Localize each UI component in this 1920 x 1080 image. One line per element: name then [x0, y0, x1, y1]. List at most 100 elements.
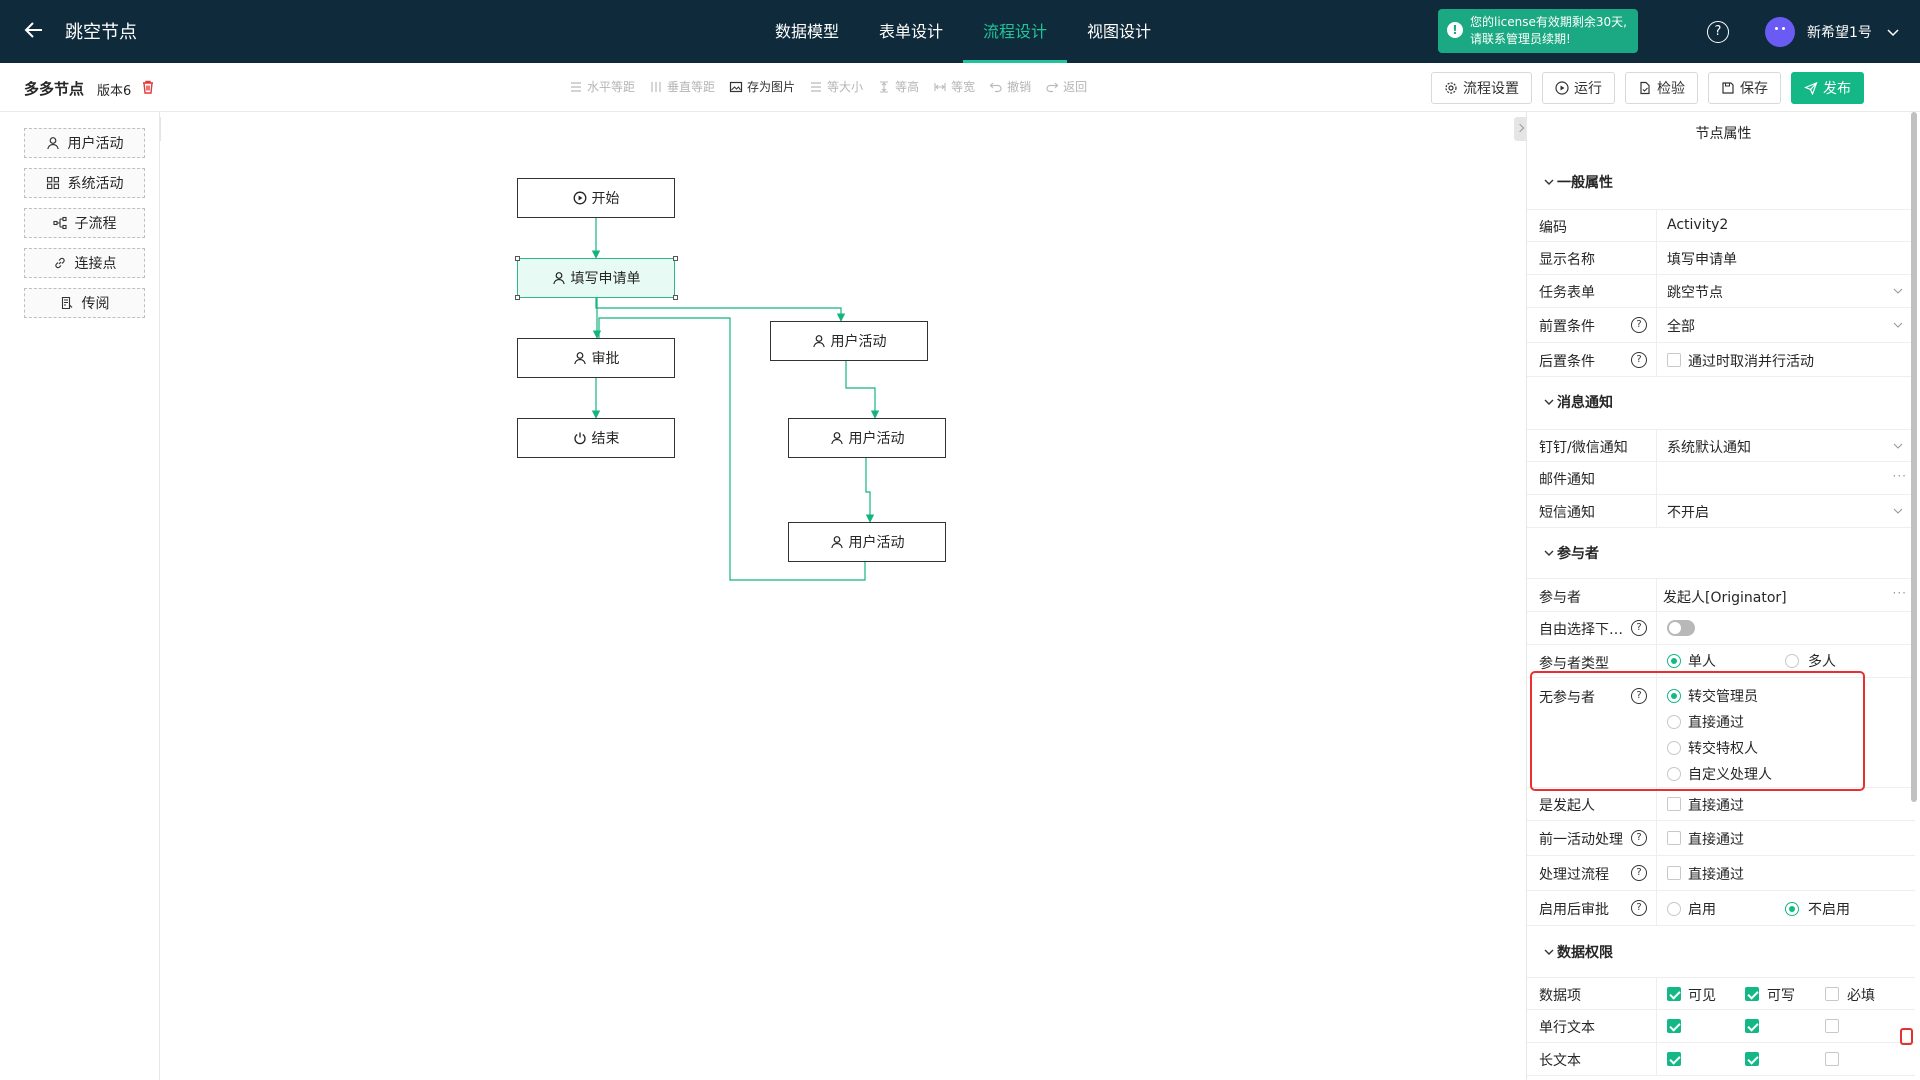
- publish-button[interactable]: 发布: [1791, 72, 1864, 104]
- resize-handle[interactable]: [673, 256, 678, 261]
- free-select-toggle[interactable]: [1667, 620, 1695, 636]
- palette-system-activity[interactable]: 系统活动: [24, 168, 145, 198]
- node-user-activity-3[interactable]: 用户活动: [788, 522, 946, 562]
- play-circle-icon: [573, 191, 586, 205]
- tab-process-design[interactable]: 流程设计: [963, 0, 1068, 63]
- visible-checkbox[interactable]: [1667, 1019, 1681, 1033]
- help-icon[interactable]: ?: [1631, 620, 1647, 636]
- diagram-tools: 水平等距 垂直等距 存为图片 等大小 等高 等宽 撤销 返回: [569, 78, 1101, 95]
- palette-user-activity[interactable]: 用户活动: [24, 128, 145, 158]
- tool-same-width[interactable]: 等宽: [933, 78, 975, 95]
- tool-label: 撤销: [1007, 80, 1032, 94]
- collapse-panel-toggle[interactable]: [1514, 117, 1526, 141]
- section-data-permission[interactable]: 数据权限: [1543, 942, 1613, 962]
- help-icon[interactable]: ?: [1631, 317, 1647, 333]
- edge-apply-activity-a: [596, 298, 846, 322]
- all-writable-checkbox[interactable]: [1745, 987, 1759, 1001]
- help-icon[interactable]: ?: [1631, 830, 1647, 846]
- edge-apply-approve: [592, 298, 602, 339]
- help-icon[interactable]: ?: [1631, 688, 1647, 704]
- radio-disable[interactable]: [1785, 902, 1799, 916]
- section-participants[interactable]: 参与者: [1543, 543, 1599, 563]
- user-menu[interactable]: 新希望1号: [1765, 17, 1900, 47]
- precondition-select[interactable]: 全部: [1667, 319, 1695, 335]
- palette-label: 系统活动: [67, 176, 124, 192]
- originator-pass-checkbox[interactable]: [1667, 797, 1681, 811]
- help-icon[interactable]: ?: [1631, 865, 1647, 881]
- resize-handle[interactable]: [515, 256, 520, 261]
- required-checkbox[interactable]: [1825, 1052, 1839, 1066]
- palette-circulate[interactable]: 传阅: [24, 288, 145, 318]
- tool-same-height[interactable]: 等高: [877, 78, 919, 95]
- palette-subprocess[interactable]: 子流程: [24, 208, 145, 238]
- tool-redo[interactable]: 返回: [1045, 78, 1087, 95]
- row-email[interactable]: 邮件通知 ···: [1527, 462, 1915, 495]
- all-required-checkbox[interactable]: [1825, 987, 1839, 1001]
- node-approve[interactable]: 审批: [517, 338, 675, 378]
- sms-select[interactable]: 不开启: [1667, 505, 1709, 521]
- radio-enable[interactable]: [1667, 902, 1681, 916]
- panel-scrollbar[interactable]: [1911, 112, 1917, 802]
- more-icon[interactable]: ···: [1892, 469, 1907, 483]
- row-dingtalk[interactable]: 钉钉/微信通知 系统默认通知: [1527, 429, 1915, 462]
- radio-transfer-privileged[interactable]: [1667, 741, 1681, 755]
- user-icon: [812, 335, 825, 348]
- resize-handle[interactable]: [515, 295, 520, 300]
- row-precondition[interactable]: 前置条件 ? 全部: [1527, 308, 1915, 343]
- tool-undo[interactable]: 撤销: [989, 78, 1031, 95]
- process-settings-button[interactable]: 流程设置: [1431, 72, 1532, 104]
- back-arrow-icon[interactable]: [22, 18, 46, 42]
- field-label: 后置条件: [1539, 354, 1595, 370]
- node-end[interactable]: 结束: [517, 418, 675, 458]
- writable-checkbox[interactable]: [1745, 1052, 1759, 1066]
- tab-data-model[interactable]: 数据模型: [775, 22, 840, 41]
- row-sms[interactable]: 短信通知 不开启: [1527, 495, 1915, 528]
- section-notify[interactable]: 消息通知: [1543, 392, 1613, 412]
- check-button[interactable]: 检验: [1625, 72, 1698, 104]
- display-name-input[interactable]: 填写申请单: [1667, 252, 1737, 268]
- tab-form-design[interactable]: 表单设计: [879, 22, 944, 41]
- radio-custom-handler[interactable]: [1667, 767, 1681, 781]
- node-start[interactable]: 开始: [517, 178, 675, 218]
- required-checkbox[interactable]: [1825, 1019, 1839, 1033]
- cancel-parallel-checkbox[interactable]: [1667, 353, 1681, 367]
- writable-checkbox[interactable]: [1745, 1019, 1759, 1033]
- tool-horizontal-spacing[interactable]: 水平等距: [569, 78, 635, 95]
- row-participant-type: 参与者类型 单人 多人: [1527, 645, 1915, 678]
- help-icon[interactable]: ?: [1631, 900, 1647, 916]
- row-task-form[interactable]: 任务表单 跳空节点: [1527, 275, 1915, 308]
- dingtalk-select[interactable]: 系统默认通知: [1667, 440, 1751, 456]
- run-button[interactable]: 运行: [1542, 72, 1615, 104]
- radio-multi[interactable]: [1785, 654, 1799, 668]
- help-icon[interactable]: ?: [1631, 352, 1647, 368]
- node-user-activity-2[interactable]: 用户活动: [788, 418, 946, 458]
- handled-pass-checkbox[interactable]: [1667, 866, 1681, 880]
- field-label: 处理过流程: [1539, 867, 1609, 883]
- radio-transfer-admin[interactable]: [1667, 689, 1681, 703]
- tool-save-image[interactable]: 存为图片: [729, 78, 795, 95]
- radio-pass-directly[interactable]: [1667, 715, 1681, 729]
- user-icon: [830, 432, 843, 445]
- row-participant[interactable]: 参与者 发起人[Originator] ···: [1527, 578, 1915, 612]
- diagram-canvas[interactable]: 开始 填写申请单 审批 结束 用户活动 用户活动 用户活动: [161, 112, 1526, 1080]
- save-button[interactable]: 保存: [1708, 72, 1781, 104]
- all-visible-checkbox[interactable]: [1667, 987, 1681, 1001]
- resize-handle[interactable]: [673, 295, 678, 300]
- participant-value[interactable]: 发起人[Originator]: [1663, 590, 1787, 606]
- tab-view-design[interactable]: 视图设计: [1087, 22, 1152, 41]
- task-form-select[interactable]: 跳空节点: [1667, 285, 1723, 301]
- palette-connector[interactable]: 连接点: [24, 248, 145, 278]
- tool-vertical-spacing[interactable]: 垂直等距: [649, 78, 715, 95]
- section-general[interactable]: 一般属性: [1543, 172, 1613, 192]
- radio-single[interactable]: [1667, 654, 1681, 668]
- field-label: 数据项: [1539, 988, 1581, 1004]
- visible-checkbox[interactable]: [1667, 1052, 1681, 1066]
- tool-same-size[interactable]: 等大小: [809, 78, 863, 95]
- node-apply-form[interactable]: 填写申请单: [517, 258, 675, 298]
- trash-icon[interactable]: [140, 79, 156, 95]
- field-label: 前一活动处理: [1539, 832, 1623, 848]
- prev-activity-pass-checkbox[interactable]: [1667, 831, 1681, 845]
- node-user-activity-1[interactable]: 用户活动: [770, 321, 928, 361]
- more-icon[interactable]: ···: [1892, 586, 1907, 600]
- help-icon[interactable]: ?: [1707, 21, 1729, 43]
